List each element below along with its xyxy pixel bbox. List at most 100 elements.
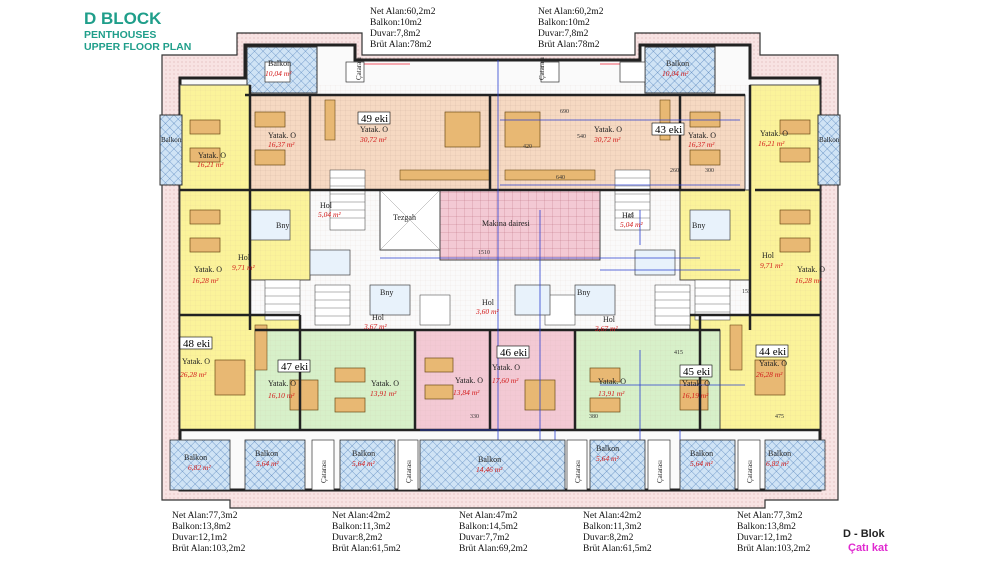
svg-text:Brüt Alan:78m2: Brüt Alan:78m2 bbox=[538, 40, 600, 50]
svg-text:16,28 m²: 16,28 m² bbox=[192, 276, 219, 285]
svg-text:115: 115 bbox=[625, 213, 634, 219]
flat-46-label: 46 eki bbox=[500, 347, 527, 359]
svg-text:13,91 m²: 13,91 m² bbox=[370, 389, 397, 398]
catarasi-labels: Çatarası Çatarası Çatarası Çatarası Çata… bbox=[320, 57, 754, 483]
svg-text:Balkon: Balkon bbox=[690, 449, 713, 458]
svg-text:30,72 m²: 30,72 m² bbox=[593, 135, 621, 144]
svg-text:Duvar:7,8m2: Duvar:7,8m2 bbox=[370, 29, 421, 39]
svg-text:Yatak. O: Yatak. O bbox=[797, 265, 825, 274]
svg-text:Hol: Hol bbox=[372, 313, 385, 322]
svg-text:Çatarası: Çatarası bbox=[746, 460, 754, 483]
svg-text:Bny: Bny bbox=[692, 221, 705, 230]
svg-text:Balkon:10m2: Balkon:10m2 bbox=[538, 18, 590, 28]
svg-text:Çatarası: Çatarası bbox=[355, 57, 363, 80]
svg-text:3,67 m²: 3,67 m² bbox=[594, 324, 618, 333]
svg-text:Brüt Alan:78m2: Brüt Alan:78m2 bbox=[370, 40, 432, 50]
svg-text:Balkon:13,8m2: Balkon:13,8m2 bbox=[172, 522, 231, 532]
svg-text:420: 420 bbox=[523, 144, 532, 150]
svg-text:Balkon: Balkon bbox=[161, 136, 182, 144]
svg-text:26,28 m²: 26,28 m² bbox=[180, 370, 207, 379]
subtitle-penthouses: PENTHOUSES bbox=[84, 29, 156, 41]
svg-text:1510: 1510 bbox=[478, 250, 490, 256]
svg-text:Yatak. O: Yatak. O bbox=[182, 357, 210, 366]
svg-text:300: 300 bbox=[705, 168, 714, 174]
svg-text:475: 475 bbox=[775, 414, 784, 420]
flat-48-label: 48 eki bbox=[183, 338, 210, 350]
svg-text:260: 260 bbox=[670, 168, 679, 174]
svg-text:26,28 m²: 26,28 m² bbox=[756, 370, 783, 379]
svg-text:Balkon: Balkon bbox=[184, 453, 207, 462]
svg-text:Çatarası: Çatarası bbox=[574, 460, 582, 483]
svg-text:Makina dairesi: Makina dairesi bbox=[482, 219, 531, 228]
flat-43-label: 43 eki bbox=[655, 124, 682, 136]
svg-text:5,64 m²: 5,64 m² bbox=[596, 454, 619, 463]
svg-text:330: 330 bbox=[470, 414, 479, 420]
svg-text:13,84 m²: 13,84 m² bbox=[453, 388, 480, 397]
top-area-block-right: Net Alan:60,2m2 Balkon:10m2 Duvar:7,8m2 … bbox=[538, 7, 604, 50]
svg-text:30,72 m²: 30,72 m² bbox=[359, 135, 387, 144]
top-area-block-left: Net Alan:60,2m2 Balkon:10m2 Duvar:7,8m2 … bbox=[370, 7, 436, 50]
svg-text:Net Alan:42m2: Net Alan:42m2 bbox=[583, 511, 642, 521]
axis-grid-lines bbox=[380, 60, 745, 480]
svg-text:155: 155 bbox=[742, 289, 751, 295]
svg-text:Net Alan:77,3m2: Net Alan:77,3m2 bbox=[172, 511, 238, 521]
svg-text:Balkon: Balkon bbox=[255, 449, 278, 458]
svg-text:Yatak. O: Yatak. O bbox=[688, 131, 716, 140]
svg-text:Balkon: Balkon bbox=[819, 136, 840, 144]
svg-text:Brüt Alan:103,2m2: Brüt Alan:103,2m2 bbox=[172, 544, 246, 554]
machine-room bbox=[439, 189, 601, 261]
svg-text:Yatak. O: Yatak. O bbox=[194, 265, 222, 274]
svg-text:Brüt Alan:61,5m2: Brüt Alan:61,5m2 bbox=[332, 544, 401, 554]
svg-text:5,04 m²: 5,04 m² bbox=[318, 210, 341, 219]
svg-text:Çatarası: Çatarası bbox=[405, 460, 413, 483]
bottom-balconies bbox=[169, 439, 826, 491]
flat-49-label: 49 eki bbox=[361, 113, 388, 125]
svg-text:Net Alan:60,2m2: Net Alan:60,2m2 bbox=[370, 7, 436, 17]
svg-text:Yatak. O: Yatak. O bbox=[760, 129, 788, 138]
svg-text:540: 540 bbox=[577, 134, 586, 140]
svg-text:Balkon: Balkon bbox=[596, 444, 619, 453]
svg-text:Yatak. O: Yatak. O bbox=[682, 379, 710, 388]
svg-text:5,04 m²: 5,04 m² bbox=[620, 220, 643, 229]
svg-text:5,64 m²: 5,64 m² bbox=[256, 459, 279, 468]
svg-text:Duvar:12,1m2: Duvar:12,1m2 bbox=[172, 533, 227, 543]
svg-text:16,10 m²: 16,10 m² bbox=[268, 391, 295, 400]
flat-45-label: 45 eki bbox=[683, 366, 710, 378]
svg-text:13,91 m²: 13,91 m² bbox=[598, 389, 625, 398]
svg-text:16,19 m²: 16,19 m² bbox=[682, 391, 709, 400]
svg-text:Net Alan:77,3m2: Net Alan:77,3m2 bbox=[737, 511, 803, 521]
bottom-area-block-1: Net Alan:77,3m2 Balkon:13,8m2 Duvar:12,1… bbox=[172, 511, 246, 554]
svg-text:16,37 m²: 16,37 m² bbox=[268, 140, 295, 149]
svg-text:Bny: Bny bbox=[380, 288, 393, 297]
svg-text:Bny: Bny bbox=[577, 288, 590, 297]
svg-text:Yatak. O: Yatak. O bbox=[360, 125, 388, 134]
svg-text:Net Alan:42m2: Net Alan:42m2 bbox=[332, 511, 391, 521]
bottom-area-block-3: Net Alan:47m2 Balkon:14,5m2 Duvar:7,7m2 … bbox=[459, 511, 528, 554]
svg-text:Balkon:13,8m2: Balkon:13,8m2 bbox=[737, 522, 796, 532]
svg-text:5,64 m²: 5,64 m² bbox=[690, 459, 713, 468]
svg-text:3,67 m²: 3,67 m² bbox=[363, 322, 387, 331]
svg-text:16,37 m²: 16,37 m² bbox=[688, 140, 715, 149]
bathrooms bbox=[249, 209, 731, 316]
svg-text:Brüt Alan:103,2m2: Brüt Alan:103,2m2 bbox=[737, 544, 811, 554]
subtitle-floor-plan: UPPER FLOOR PLAN bbox=[84, 41, 191, 53]
svg-text:Yatak. O: Yatak. O bbox=[594, 125, 622, 134]
svg-text:16,21 m²: 16,21 m² bbox=[197, 160, 224, 169]
dimension-labels: 690 540 420 640 1510 475 330 380 415 260… bbox=[470, 109, 784, 420]
bottom-area-block-4: Net Alan:42m2 Balkon:11,3m2 Duvar:8,2m2 … bbox=[583, 511, 652, 554]
svg-text:Çatarası: Çatarası bbox=[320, 460, 328, 483]
svg-text:Yatak. O: Yatak. O bbox=[198, 151, 226, 160]
svg-text:Hol: Hol bbox=[238, 253, 251, 262]
svg-text:Brüt Alan:61,5m2: Brüt Alan:61,5m2 bbox=[583, 544, 652, 554]
svg-text:Bny: Bny bbox=[276, 221, 289, 230]
svg-text:16,21 m²: 16,21 m² bbox=[758, 139, 785, 148]
svg-text:Çatarası: Çatarası bbox=[656, 460, 664, 483]
svg-text:Hol: Hol bbox=[603, 315, 616, 324]
room-labels: Balkon 10,04 m² Balkon 10,04 m² Yatak. O… bbox=[161, 59, 840, 474]
svg-text:Yatak. O: Yatak. O bbox=[455, 376, 483, 385]
bottom-area-block-2: Net Alan:42m2 Balkon:11,3m2 Duvar:8,2m2 … bbox=[332, 511, 401, 554]
balcony-left bbox=[159, 114, 183, 186]
svg-text:Duvar:7,7m2: Duvar:7,7m2 bbox=[459, 533, 510, 543]
svg-text:10,04 m²: 10,04 m² bbox=[265, 69, 292, 78]
svg-text:415: 415 bbox=[674, 350, 683, 356]
